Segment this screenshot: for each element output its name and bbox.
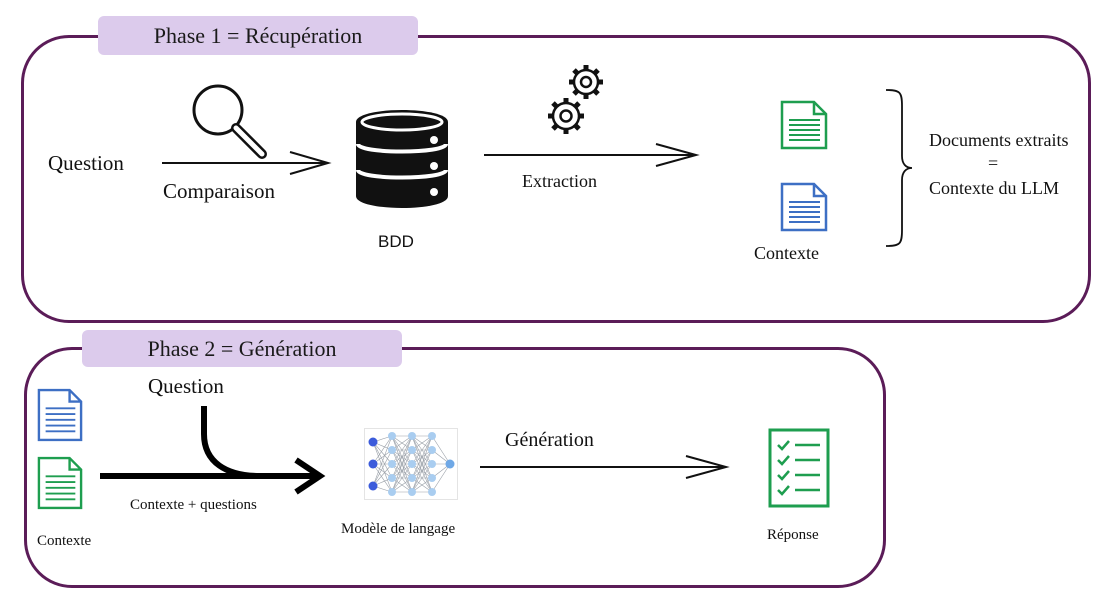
document-green-icon <box>780 100 828 150</box>
gears-icon <box>548 65 603 134</box>
right-brace <box>885 89 913 247</box>
summary-equals: = <box>988 153 999 173</box>
neural-network-icon <box>364 428 458 500</box>
checklist-icon <box>768 428 830 508</box>
document-blue-icon <box>37 388 83 442</box>
combined-label: Contexte + questions <box>130 497 257 513</box>
comparison-label: Comparaison <box>163 179 275 203</box>
document-blue-icon <box>780 182 828 232</box>
phase1-question-label: Question <box>48 151 124 175</box>
generation-label: Génération <box>505 429 594 451</box>
generation-arrow <box>480 455 730 479</box>
comparison-arrow <box>162 151 332 175</box>
database-label: BDD <box>378 232 414 251</box>
database-icon <box>356 110 448 208</box>
answer-label: Réponse <box>767 527 819 543</box>
extraction-arrow <box>484 143 700 167</box>
merge-arrow <box>100 406 326 495</box>
document-green-icon <box>37 456 83 510</box>
phase2-title: Phase 2 = Génération <box>82 330 402 367</box>
extraction-label: Extraction <box>522 171 597 191</box>
phase2-context-label: Contexte <box>37 533 92 549</box>
summary-line1: Documents extraits <box>929 130 1069 150</box>
phase1-panel <box>21 35 1091 323</box>
magnifier-icon <box>192 84 267 159</box>
phase1-context-label: Contexte <box>754 243 819 263</box>
phase2-question-label: Question <box>148 374 224 398</box>
summary-line2: Contexte du LLM <box>929 178 1059 198</box>
model-label: Modèle de langage <box>341 521 456 537</box>
phase1-title: Phase 1 = Récupération <box>98 16 418 55</box>
